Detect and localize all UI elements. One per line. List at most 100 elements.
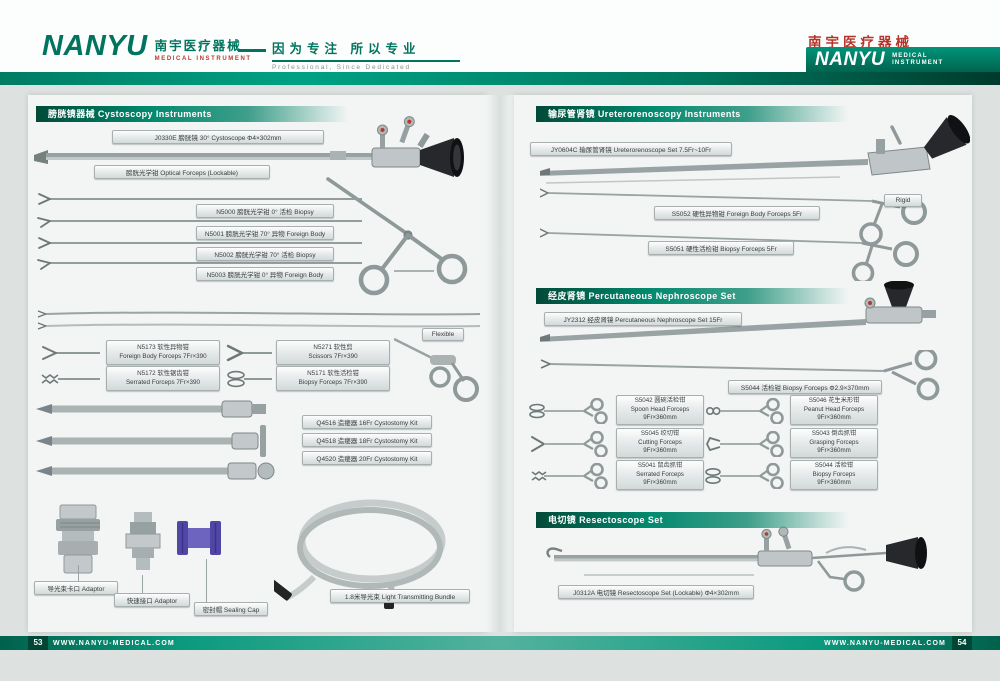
brand-subtitle-right: MEDICAL INSTRUMENT xyxy=(892,53,943,68)
divider-dash xyxy=(238,49,266,52)
section-banner-nephroscope: 经皮肾镜 Percutaneous Nephroscope Set xyxy=(536,288,848,304)
flex-forceps-card-1: N5271 软性剪 Scissors 7Fr×390 xyxy=(276,340,390,365)
card-desc: Grasping Forceps xyxy=(809,438,859,446)
card-desc: Peanut Head Forceps xyxy=(803,405,865,413)
card-desc: Foreign Body Forceps 7Fr×390 xyxy=(119,352,207,360)
header-teal-band xyxy=(0,72,1000,85)
website-left: WWW.NANYU-MEDICAL.COM xyxy=(53,640,175,647)
card-code: N5271 软性剪 xyxy=(313,344,353,352)
spoon-forceps-icon xyxy=(529,398,608,424)
leader-line xyxy=(142,575,143,593)
flexible-forceps-handle-illustration xyxy=(394,337,479,402)
optical-forceps-shafts-illustration xyxy=(37,193,362,270)
leader-line xyxy=(78,565,79,581)
card-size: 9Fr×360mm xyxy=(643,414,677,422)
peanut-forceps-icon xyxy=(705,398,784,424)
card-desc: Biopsy Forceps 7Fr×390 xyxy=(298,378,368,386)
quick-adaptor-illustration xyxy=(125,512,161,570)
card-desc: Serrated Forceps 7Fr×390 xyxy=(125,378,201,386)
card-desc: Serrated Forceps xyxy=(636,470,684,478)
website-right: WWW.NANYU-MEDICAL.COM xyxy=(824,640,946,647)
card-code: N5171 软性活检钳 xyxy=(307,370,359,378)
light-guide-adaptor-illustration xyxy=(56,504,100,574)
catalog-page-left: 膀胱镜器械 Cystoscopy Instruments J0330E 膀胱镜 … xyxy=(28,95,486,632)
footer-bar xyxy=(0,636,1000,650)
brand-text-block: 南宇医疗器械 MEDICAL INSTRUMENT xyxy=(155,33,252,62)
page-header: NANYU 南宇医疗器械 MEDICAL INSTRUMENT 因为专注 所以专… xyxy=(0,0,1000,73)
card-size: 9Fr×360mm xyxy=(643,447,677,455)
card-code: S5046 花生米形钳 xyxy=(808,397,860,405)
light-bundle-illustration xyxy=(274,499,446,609)
optical-forceps-illustration xyxy=(326,177,468,296)
card-size: 9Fr×360mm xyxy=(817,414,851,422)
brand-name-cn-right: 南宇医疗器械 xyxy=(808,35,913,50)
serrated-tip-icon xyxy=(41,374,100,384)
label-q4516: Q4516 造瘘器 16Fr Cystostomy Kit xyxy=(302,415,432,429)
nephro-forceps-card-2: S5045 绞切钳 Cutting Forceps 9Fr×360mm xyxy=(616,428,704,458)
foreign-body-tip-icon xyxy=(42,346,100,360)
label-n5001: N5001 膀胱光学钳 70° 异物 Foreign Body xyxy=(196,226,334,240)
label-resectoscope-set: J0312A 电切镜 Resectoscope Set (Lockable) Φ… xyxy=(558,585,754,599)
grasping-forceps-icon xyxy=(705,431,784,457)
flex-forceps-card-3: N5171 软性活检钳 Biopsy Forceps 7Fr×390 xyxy=(276,366,390,391)
label-cystoscope: J0330E 膀胱镜 30° Cystoscope Φ4×302mm xyxy=(112,130,324,144)
scissors-tip-icon xyxy=(226,344,272,362)
rigid-forceps-illustration xyxy=(540,188,927,281)
flex-forceps-card-2: N5172 软性锯齿钳 Serrated Forceps 7Fr×390 xyxy=(106,366,220,391)
label-sealing-cap: 密封帽 Sealing Cap xyxy=(194,602,268,616)
card-code: S5041 鼠齿抓钳 xyxy=(637,462,683,470)
page-fold xyxy=(486,95,514,632)
brand-sub-line2: INSTRUMENT xyxy=(892,60,944,66)
label-s5051: S5051 硬性活检钳 Biopsy Forceps 5Fr xyxy=(648,241,794,255)
label-n5002: N5002 膀胱光学钳 70° 活检 Biopsy xyxy=(196,247,334,261)
label-ureteroscope-set: JY0604C 输尿管肾镜 Ureterorenoscope Set 7.5Fr… xyxy=(530,142,732,156)
card-desc: Cutting Forceps xyxy=(638,438,682,446)
nephro-forceps-card-0: S5042 圆碗活检钳 Spoon Head Forceps 9Fr×360mm xyxy=(616,395,704,425)
sealing-cap-illustration xyxy=(177,521,221,555)
nephroscope-illustration xyxy=(540,281,936,342)
cystoscope-illustration xyxy=(34,116,464,177)
resectoscope-illustration xyxy=(546,526,927,592)
biopsy-forceps-icon xyxy=(705,463,784,489)
brand-name-cn: 南宇医疗器械 xyxy=(154,39,242,53)
card-code: N5173 软性异物钳 xyxy=(137,344,189,352)
catalog-page-right: 输尿管肾镜 Ureterorenoscopy Instruments JY060… xyxy=(514,95,972,632)
card-code: N5172 软性锯齿钳 xyxy=(137,370,189,378)
flex-forceps-card-0: N5173 软性异物钳 Foreign Body Forceps 7Fr×390 xyxy=(106,340,220,365)
section-banner-resectoscope: 电切镜 Resectoscope Set xyxy=(536,512,848,528)
card-size: 9Fr×360mm xyxy=(643,479,677,487)
label-n5003: N5003 膀胱光学钳 0° 异物 Foreign Body xyxy=(196,267,334,281)
section-banner-cystoscopy: 膀胱镜器械 Cystoscopy Instruments xyxy=(36,106,348,122)
leader-line xyxy=(206,559,207,602)
section-banner-ureterorenoscopy: 输尿管肾镜 Ureterorenoscopy Instruments xyxy=(536,106,848,122)
card-desc: Spoon Head Forceps xyxy=(630,405,690,413)
nephro-forceps-card-1: S5046 花生米形钳 Peanut Head Forceps 9Fr×360m… xyxy=(790,395,878,425)
label-s5044-long: S5044 活检钳 Biopsy Forceps Φ2.9×370mm xyxy=(728,380,882,394)
card-code: S5042 圆碗活检钳 xyxy=(634,397,686,405)
label-q4518: Q4518 造瘘器 18Fr Cystostomy Kit xyxy=(302,433,432,447)
cutting-forceps-icon xyxy=(531,431,608,457)
card-size: 9Fr×360mm xyxy=(817,479,851,487)
label-s5052: S5052 硬性异物钳 Foreign Body Forceps 5Fr xyxy=(654,206,820,220)
serrated-forceps-icon xyxy=(531,463,608,489)
page-number-right: 54 xyxy=(952,636,972,650)
flexible-badge: Flexible xyxy=(422,328,464,341)
card-desc: Biopsy Forceps xyxy=(812,470,856,478)
brand-logo-left: NANYU 南宇医疗器械 MEDICAL INSTRUMENT xyxy=(42,30,252,63)
percutaneous-forceps-illustration xyxy=(540,350,940,401)
label-light-guide-adaptor: 导光束卡口 Adaptor xyxy=(34,581,118,595)
label-n5000: N5000 膀胱光学钳 0° 活检 Biopsy xyxy=(196,204,334,218)
card-code: S5043 倒齿抓钳 xyxy=(811,430,857,438)
brand-wordmark: NANYU xyxy=(42,30,148,62)
label-light-bundle: 1.8米导光束 Light Transmitting Bundle xyxy=(330,589,470,603)
nephro-forceps-card-5: S5044 活检钳 Biopsy Forceps 9Fr×360mm xyxy=(790,460,878,490)
label-q4520: Q4520 造瘘器 20Fr Cystostomy Kit xyxy=(302,451,432,465)
card-code: S5044 活检钳 xyxy=(814,462,854,470)
label-optical-forceps: 膀胱光学钳 Optical Forceps (Lockable) xyxy=(94,165,270,179)
page-number-left: 53 xyxy=(28,636,48,650)
brand-sub-line1: MEDICAL xyxy=(892,52,928,59)
nephro-forceps-card-3: S5043 倒齿抓钳 Grasping Forceps 9Fr×360mm xyxy=(790,428,878,458)
slogan-en: Professional, Since Dedicated xyxy=(272,60,460,71)
biopsy-cup-tip-icon xyxy=(227,370,272,388)
